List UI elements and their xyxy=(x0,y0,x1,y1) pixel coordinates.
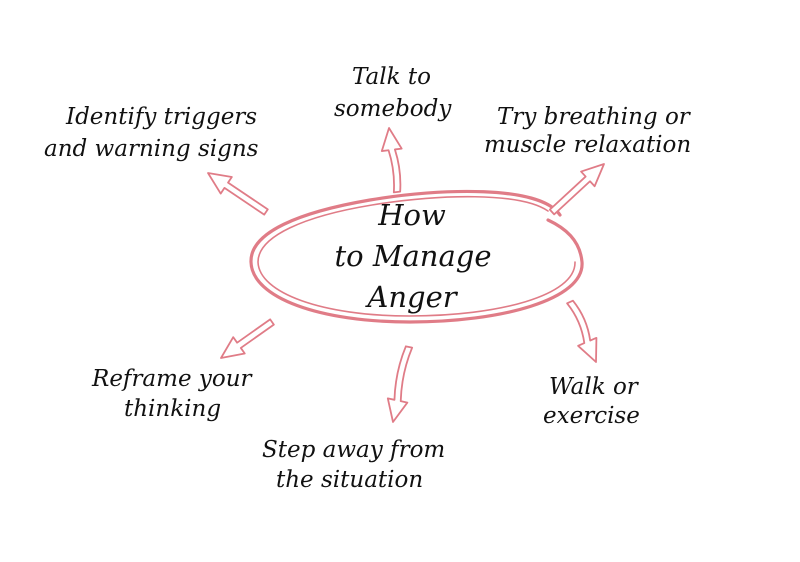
arrow-identify-triggers xyxy=(207,172,269,216)
branch-identify-triggers-line-2: and warning signs xyxy=(44,136,259,162)
branch-try-breathing: Try breathing or muscle relaxation xyxy=(484,104,692,158)
arrows-group xyxy=(207,127,605,423)
branch-identify-triggers: Identify triggers and warning signs xyxy=(44,104,259,162)
branch-reframe-thinking: Reframe your thinking xyxy=(91,366,254,422)
branch-talk-to-somebody-line-1: Talk to xyxy=(352,64,431,90)
center-ellipse xyxy=(249,189,584,324)
arrow-try-breathing xyxy=(548,163,605,216)
center-node: How to Manage Anger xyxy=(249,189,584,324)
branch-try-breathing-line-2: muscle relaxation xyxy=(484,132,691,158)
branch-step-away-line-2: the situation xyxy=(276,467,423,493)
arrow-reframe-thinking xyxy=(220,318,275,359)
center-title-line-3: Anger xyxy=(364,280,458,314)
center-ellipse-trace xyxy=(257,195,576,317)
branch-walk-or-exercise-line-1: Walk or xyxy=(549,374,640,400)
branch-talk-to-somebody: Talk to somebody xyxy=(334,64,452,122)
branch-reframe-thinking-line-1: Reframe your xyxy=(91,366,254,392)
branch-talk-to-somebody-line-2: somebody xyxy=(334,96,452,122)
arrow-step-away xyxy=(386,345,414,423)
branch-identify-triggers-line-1: Identify triggers xyxy=(65,104,257,130)
branch-reframe-thinking-line-2: thinking xyxy=(124,396,221,422)
branch-try-breathing-line-1: Try breathing or xyxy=(497,104,692,130)
center-title-line-1: How xyxy=(377,198,446,232)
branch-step-away: Step away from the situation xyxy=(262,437,445,493)
branch-step-away-line-1: Step away from xyxy=(262,437,445,463)
center-title-line-2: to Manage xyxy=(334,239,491,273)
branch-walk-or-exercise: Walk or exercise xyxy=(543,374,640,429)
branch-walk-or-exercise-line-2: exercise xyxy=(543,403,640,429)
arrow-talk-to-somebody xyxy=(380,127,403,194)
arrow-walk-or-exercise xyxy=(566,299,598,363)
